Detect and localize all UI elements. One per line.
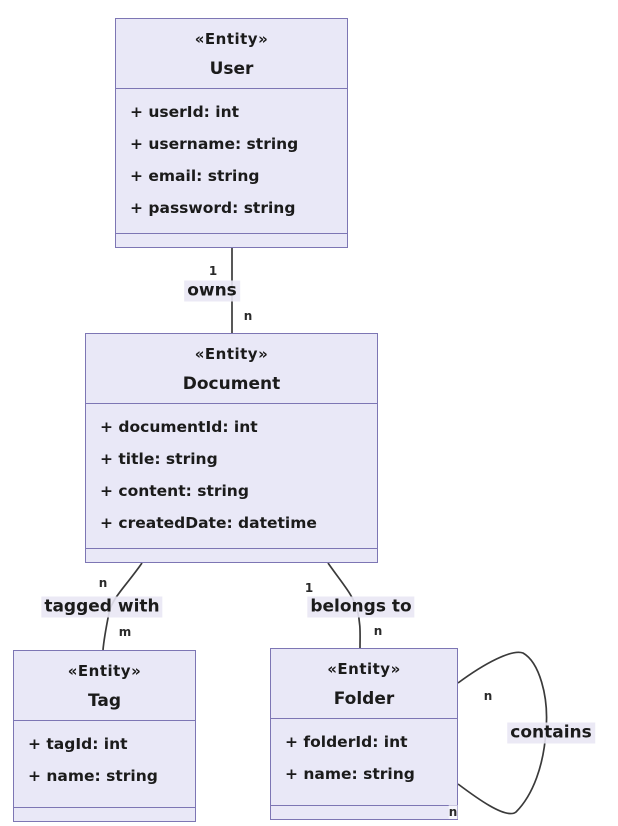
entity-user-box: «Entity» User + userId: int + username: … [115, 18, 348, 248]
multiplicity-tagged-with-tag-end: m [118, 625, 132, 639]
entity-document-attributes: + documentId: int + title: string + cont… [86, 404, 377, 548]
entity-user-methods-compartment [116, 233, 347, 247]
attribute-row: + password: string [130, 199, 296, 217]
entity-user-stereotype: «Entity» [194, 30, 269, 48]
entity-user-attributes: + userId: int + username: string + email… [116, 89, 347, 233]
entity-document-name: Document [182, 374, 281, 394]
attribute-row: + name: string [285, 765, 415, 783]
entity-tag-header: «Entity» Tag [14, 651, 195, 721]
attribute-row: + name: string [28, 767, 158, 785]
multiplicity-contains-bottom-end: n [448, 805, 458, 819]
multiplicity-belongs-to-folder-end: n [373, 624, 383, 638]
entity-user-name: User [209, 59, 254, 79]
entity-folder-stereotype: «Entity» [327, 660, 401, 678]
entity-tag-box: «Entity» Tag + tagId: int + name: string [13, 650, 196, 822]
entity-tag-methods-compartment [14, 807, 195, 821]
attribute-row: + documentId: int [100, 418, 258, 436]
attribute-row: + tagId: int [28, 735, 128, 753]
entity-user-header: «Entity» User [116, 19, 347, 89]
entity-document-header: «Entity» Document [86, 334, 377, 404]
entity-document-stereotype: «Entity» [194, 345, 269, 363]
entity-folder-name: Folder [333, 689, 395, 709]
attribute-row: + folderId: int [285, 733, 408, 751]
entity-tag-name: Tag [87, 691, 122, 711]
relationship-label-tagged-with: tagged with [41, 596, 163, 618]
entity-tag-stereotype: «Entity» [67, 662, 142, 680]
multiplicity-contains-top-end: n [483, 689, 493, 703]
entity-document-box: «Entity» Document + documentId: int + ti… [85, 333, 378, 563]
multiplicity-belongs-to-document-end: 1 [304, 581, 314, 595]
multiplicity-owns-document-end: n [243, 309, 253, 323]
entity-folder-methods-compartment [271, 805, 457, 819]
multiplicity-tagged-with-document-end: n [98, 576, 108, 590]
entity-folder-attributes: + folderId: int + name: string [271, 719, 457, 805]
attribute-row: + createdDate: datetime [100, 514, 317, 532]
attribute-row: + username: string [130, 135, 299, 153]
attribute-row: + title: string [100, 450, 218, 468]
multiplicity-owns-user-end: 1 [208, 264, 218, 278]
entity-document-methods-compartment [86, 548, 377, 562]
entity-tag-attributes: + tagId: int + name: string [14, 721, 195, 807]
attribute-row: + email: string [130, 167, 260, 185]
relationship-label-owns: owns [184, 280, 240, 302]
entity-folder-box: «Entity» Folder + folderId: int + name: … [270, 648, 458, 820]
relationship-label-belongs-to: belongs to [307, 596, 415, 618]
relationship-label-contains: contains [507, 722, 595, 744]
attribute-row: + content: string [100, 482, 249, 500]
attribute-row: + userId: int [130, 103, 240, 121]
entity-folder-header: «Entity» Folder [271, 649, 457, 719]
